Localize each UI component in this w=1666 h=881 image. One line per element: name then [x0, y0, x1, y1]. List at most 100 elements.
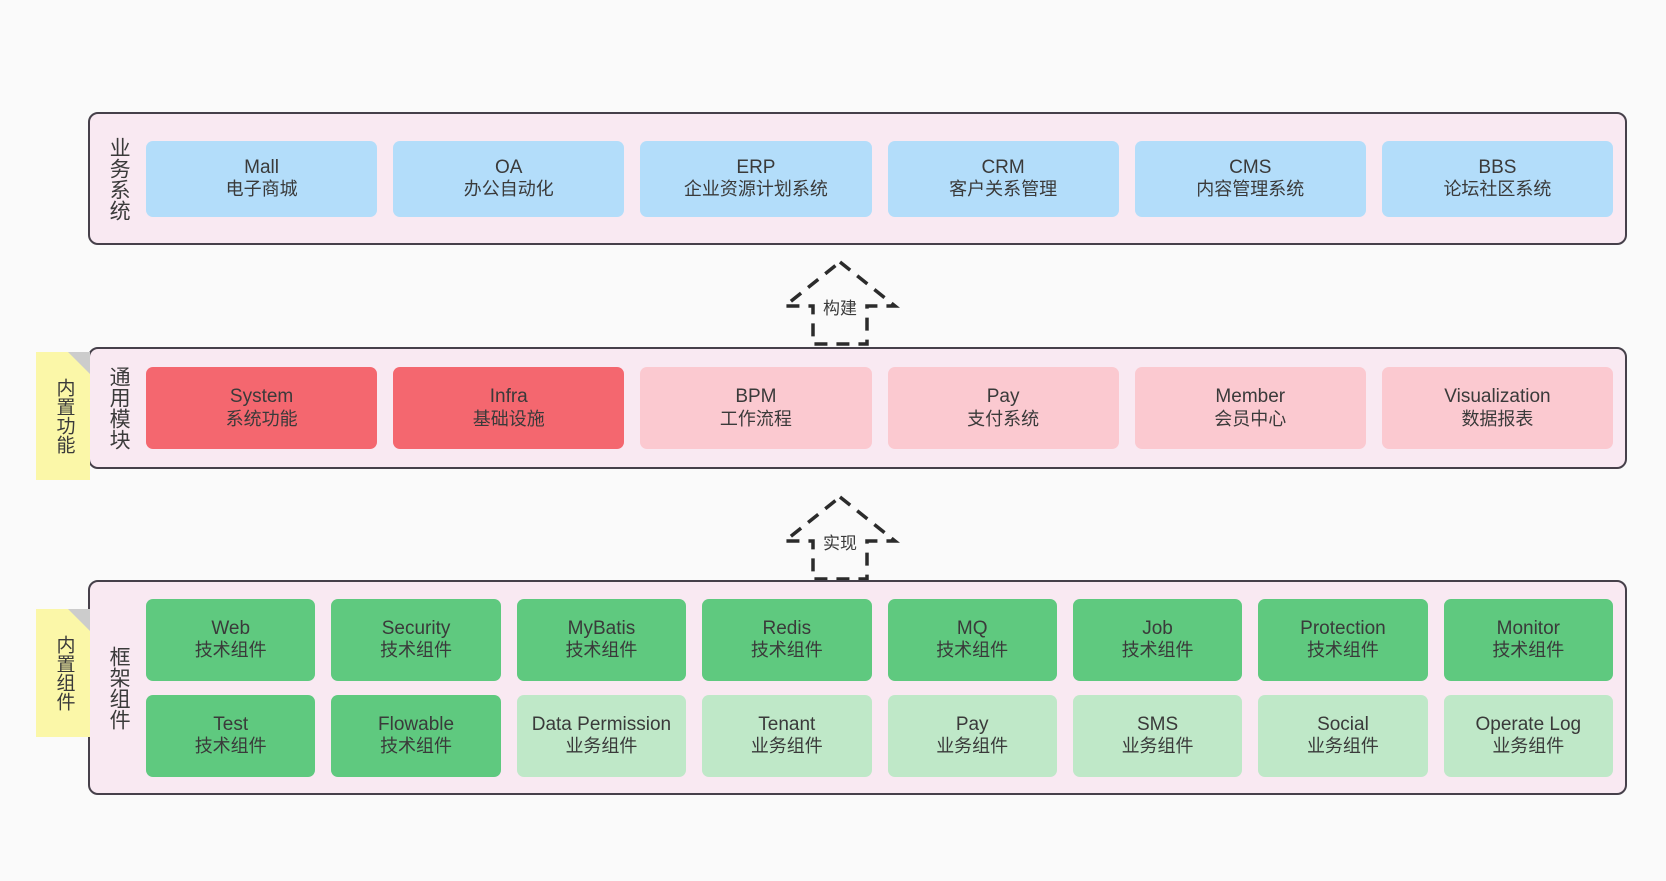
module-card-pay-business[interactable]: Pay 业务组件: [887, 694, 1057, 777]
module-card-infra[interactable]: Infra 基础设施: [393, 367, 625, 449]
layer-body-business-system: Mall 电子商城 OA 办公自动化 ERP 企业资源计划系统 CRM 客户关系…: [134, 124, 1614, 233]
module-card-subtitle: 企业资源计划系统: [683, 179, 828, 200]
module-card-subtitle: 技术组件: [1492, 640, 1565, 661]
module-card-subtitle: 数据报表: [1461, 408, 1534, 429]
module-card-subtitle: 支付系统: [967, 408, 1040, 429]
module-card-pay[interactable]: Pay 支付系统: [887, 367, 1119, 449]
module-card-title: SMS: [1136, 713, 1179, 735]
module-card-title: Protection: [1300, 617, 1386, 639]
layer-label-business-system: 业务系统: [107, 136, 131, 221]
module-card-subtitle: 技术组件: [380, 736, 453, 757]
module-card-subtitle: 技术组件: [750, 640, 823, 661]
module-card-system[interactable]: System 系统功能: [146, 367, 378, 449]
module-card-subtitle: 客户关系管理: [949, 179, 1058, 200]
module-card-title: BBS: [1478, 156, 1517, 178]
module-card-subtitle: 技术组件: [565, 640, 638, 661]
module-card-mall[interactable]: Mall 电子商城: [146, 140, 378, 217]
module-card-security[interactable]: Security 技术组件: [331, 598, 501, 681]
module-card-subtitle: 电子商城: [225, 179, 298, 200]
layer-common-module: 通用模块 System 系统功能 Infra 基础设施 BPM 工作流程 Pay…: [88, 347, 1627, 469]
layer-label-common-module: 通用模块: [107, 366, 131, 450]
layer-row: Mall 电子商城 OA 办公自动化 ERP 企业资源计划系统 CRM 客户关系…: [146, 140, 1614, 217]
module-card-title: Job: [1142, 617, 1173, 639]
module-card-title: BPM: [735, 386, 777, 408]
module-card-title: CRM: [981, 156, 1025, 178]
layer-label-framework-component: 框架组件: [107, 645, 131, 730]
module-card-subtitle: 内容管理系统: [1196, 179, 1305, 200]
page-fold-icon: [68, 352, 90, 374]
module-card-social[interactable]: Social 业务组件: [1258, 694, 1428, 777]
module-card-protection[interactable]: Protection 技术组件: [1258, 598, 1428, 681]
module-card-operate-log[interactable]: Operate Log 业务组件: [1443, 694, 1613, 777]
module-card-bbs[interactable]: BBS 论坛社区系统: [1381, 140, 1614, 217]
module-card-title: Web: [211, 617, 251, 639]
module-card-data-permission[interactable]: Data Permission 业务组件: [516, 694, 687, 777]
module-card-tenant[interactable]: Tenant 业务组件: [702, 694, 872, 777]
module-card-bpm[interactable]: BPM 工作流程: [640, 367, 872, 449]
module-card-subtitle: 业务组件: [1306, 736, 1379, 757]
sticky-note-label: 内置组件: [53, 635, 75, 711]
module-card-crm[interactable]: CRM 客户关系管理: [887, 140, 1119, 217]
dashed-generalization-arrow-icon: [780, 494, 900, 581]
module-card-subtitle: 工作流程: [719, 408, 792, 429]
module-card-oa[interactable]: OA 办公自动化: [393, 140, 625, 217]
module-card-title: System: [229, 386, 294, 408]
module-card-subtitle: 业务组件: [1121, 736, 1194, 757]
module-card-subtitle: 技术组件: [380, 640, 453, 661]
module-card-subtitle: 基础设施: [472, 408, 545, 429]
module-card-subtitle: 会员中心: [1214, 408, 1287, 429]
module-card-erp[interactable]: ERP 企业资源计划系统: [640, 140, 872, 217]
module-card-title: Pay: [955, 713, 989, 735]
module-card-subtitle: 系统功能: [225, 408, 298, 429]
module-card-title: Test: [213, 713, 249, 735]
module-card-title: Infra: [489, 386, 528, 408]
module-card-subtitle: 技术组件: [1121, 640, 1194, 661]
module-card-member[interactable]: Member 会员中心: [1134, 367, 1366, 449]
module-card-title: Member: [1215, 386, 1286, 408]
module-card-subtitle: 技术组件: [1306, 640, 1379, 661]
module-card-title: Redis: [762, 617, 812, 639]
module-card-flowable[interactable]: Flowable 技术组件: [331, 694, 501, 777]
module-card-sms[interactable]: SMS 业务组件: [1072, 694, 1243, 777]
module-card-title: Visualization: [1444, 386, 1551, 408]
module-card-title: Monitor: [1496, 617, 1560, 639]
sticky-note-builtin-component: 内置组件: [36, 609, 90, 737]
module-card-subtitle: 技术组件: [194, 640, 267, 661]
module-card-title: MyBatis: [567, 617, 636, 639]
arrow-build: 构建: [755, 258, 925, 348]
module-card-visualization[interactable]: Visualization 数据报表: [1381, 367, 1614, 449]
module-card-title: ERP: [736, 156, 776, 178]
arrow-implement: 实现: [770, 493, 940, 583]
arrow-label-build: 构建: [821, 294, 859, 319]
module-card-cms[interactable]: CMS 内容管理系统: [1134, 140, 1366, 217]
module-card-title: Social: [1317, 713, 1369, 735]
module-card-test[interactable]: Test 技术组件: [146, 694, 316, 777]
layer-row: Test 技术组件 Flowable 技术组件 Data Permission …: [146, 694, 1613, 777]
module-card-subtitle: 业务组件: [750, 736, 823, 757]
module-card-subtitle: 业务组件: [936, 736, 1009, 757]
layer-body-common-module: System 系统功能 Infra 基础设施 BPM 工作流程 Pay 支付系统…: [134, 359, 1614, 457]
module-card-job[interactable]: Job 技术组件: [1072, 598, 1243, 681]
module-card-title: Mall: [244, 156, 279, 178]
module-card-subtitle: 办公自动化: [463, 179, 554, 200]
layer-framework-component: 框架组件 Web 技术组件 Security 技术组件 MyBatis 技术组件…: [88, 580, 1627, 795]
module-card-subtitle: 技术组件: [194, 736, 267, 757]
arrow-label-implement: 实现: [821, 529, 859, 554]
sticky-note-builtin-function: 内置功能: [36, 352, 90, 480]
module-card-title: MQ: [956, 617, 988, 639]
module-card-redis[interactable]: Redis 技术组件: [702, 598, 872, 681]
module-card-subtitle: 业务组件: [1492, 736, 1565, 757]
module-card-mq[interactable]: MQ 技术组件: [887, 598, 1057, 681]
module-card-subtitle: 业务组件: [565, 736, 638, 757]
module-card-monitor[interactable]: Monitor 技术组件: [1443, 598, 1613, 681]
module-card-mybatis[interactable]: MyBatis 技术组件: [516, 598, 687, 681]
page-fold-icon: [68, 609, 90, 631]
module-card-title: Data Permission: [531, 713, 672, 735]
module-card-title: OA: [495, 156, 523, 178]
layer-row: Web 技术组件 Security 技术组件 MyBatis 技术组件 Redi…: [146, 598, 1613, 681]
layer-body-framework-component: Web 技术组件 Security 技术组件 MyBatis 技术组件 Redi…: [134, 592, 1613, 783]
module-card-web[interactable]: Web 技术组件: [146, 598, 316, 681]
module-card-title: Operate Log: [1475, 713, 1582, 735]
module-card-subtitle: 论坛社区系统: [1443, 179, 1552, 200]
